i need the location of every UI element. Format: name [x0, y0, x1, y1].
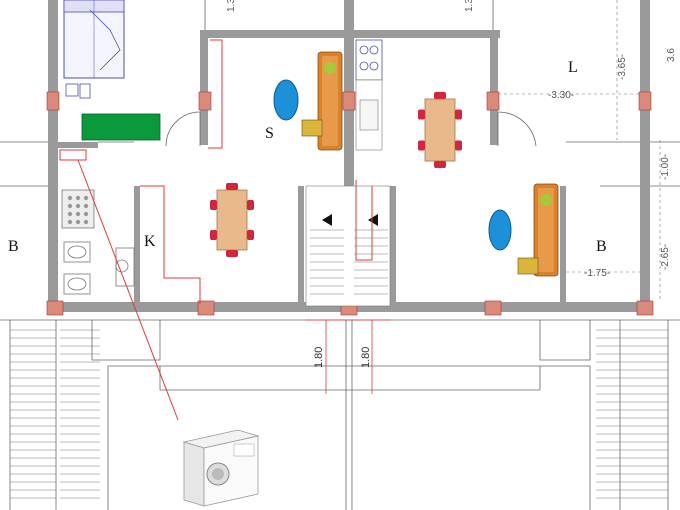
chair-icon — [247, 230, 254, 240]
column-mark — [46, 300, 64, 316]
vanity-outline — [59, 149, 87, 161]
room-label-bath-left: B — [8, 238, 19, 255]
room-label-bath-right: B — [596, 238, 607, 255]
exterior-stairs-left — [10, 329, 100, 499]
rug-icon — [488, 209, 512, 251]
column-mark — [342, 91, 356, 111]
chair-icon — [434, 161, 446, 168]
chair-icon — [434, 92, 446, 99]
partition-outline — [208, 39, 223, 149]
dimension-100: -1.00- — [660, 154, 671, 180]
dimension-180-right: 1.80 — [360, 347, 372, 368]
bidet-icon — [63, 241, 91, 263]
chair-icon — [210, 200, 217, 210]
bed-icon — [63, 0, 125, 99]
wall-right-outer — [640, 0, 650, 310]
dimension-edge: 3.6 — [666, 48, 677, 62]
kitchen-counter-outline — [140, 185, 201, 304]
column-mark — [486, 91, 500, 111]
chair-icon — [226, 183, 238, 190]
sofa-icon — [301, 51, 343, 151]
dimension-top-right: 1.3 — [464, 0, 475, 12]
dimension-180-left: 1.80 — [313, 347, 325, 368]
room-label-living: L — [568, 59, 578, 76]
chair-icon — [455, 140, 462, 151]
column-mark — [198, 91, 212, 111]
dining-table-icon — [418, 92, 462, 168]
wall-top-left — [200, 30, 344, 38]
wall-inner-left — [200, 30, 208, 145]
kitchen-red-outline — [355, 180, 373, 261]
column-mark — [197, 300, 215, 316]
wall-left-outer — [48, 0, 58, 310]
staircase-icon — [305, 185, 391, 307]
shower-drain-dot — [67, 195, 73, 201]
shower-drain-dot — [75, 219, 81, 225]
shower-drain-dot — [83, 195, 89, 201]
shower-drain-dot — [67, 203, 73, 209]
shower-drain-dot — [75, 211, 81, 217]
chair-icon — [247, 200, 254, 210]
column-mark — [638, 91, 652, 111]
dimension-175: -1.75- — [584, 268, 610, 279]
door-swing-icon — [165, 111, 201, 147]
wall-center — [344, 0, 354, 310]
shower-drain-dot — [83, 211, 89, 217]
shower-drain-dot — [75, 203, 81, 209]
chair-icon — [455, 109, 462, 120]
table-top — [216, 189, 248, 251]
chair-icon — [226, 250, 238, 257]
dining-table-icon — [210, 183, 254, 257]
dimension-330: -3.30- — [548, 90, 574, 101]
dimension-lines — [306, 0, 661, 394]
leader-line — [77, 159, 179, 421]
wall-stair-left — [298, 186, 304, 306]
chair-icon — [418, 109, 425, 120]
exterior-stairs-right — [596, 329, 668, 499]
sink-icon — [115, 247, 135, 287]
shower-drain-dot — [67, 219, 73, 225]
column-mark — [636, 300, 654, 316]
shower-icon — [61, 189, 95, 229]
toilet-icon — [63, 273, 91, 295]
column-mark — [46, 91, 60, 111]
sofa-icon — [517, 183, 559, 277]
shower-drain-dot — [67, 211, 73, 217]
chair-icon — [210, 230, 217, 240]
wardrobe-counter — [81, 113, 161, 141]
dimension-365: -3.65- — [617, 54, 628, 80]
dimension-265: -2.65- — [660, 244, 671, 270]
wall-bath-right — [560, 186, 566, 304]
wall-kitchen-left — [134, 186, 140, 304]
dimension-top-left: 1.3 — [226, 0, 237, 12]
door-swing-icon — [497, 111, 537, 147]
wall-inner-right — [490, 30, 498, 145]
wall-bath-top — [58, 142, 98, 148]
stove-icon — [355, 39, 383, 151]
table-top — [424, 98, 456, 162]
shower-drain-dot — [75, 195, 81, 201]
column-mark — [484, 300, 502, 316]
room-label-salon: S — [265, 125, 274, 142]
rug-icon — [273, 79, 299, 121]
wall-top-right — [354, 30, 500, 38]
shower-drain-dot — [83, 219, 89, 225]
room-label-kitchen: K — [144, 233, 156, 250]
wall-stair-right — [390, 186, 396, 306]
chair-icon — [418, 140, 425, 151]
washing-machine-icon — [182, 429, 260, 507]
shower-drain-dot — [83, 203, 89, 209]
